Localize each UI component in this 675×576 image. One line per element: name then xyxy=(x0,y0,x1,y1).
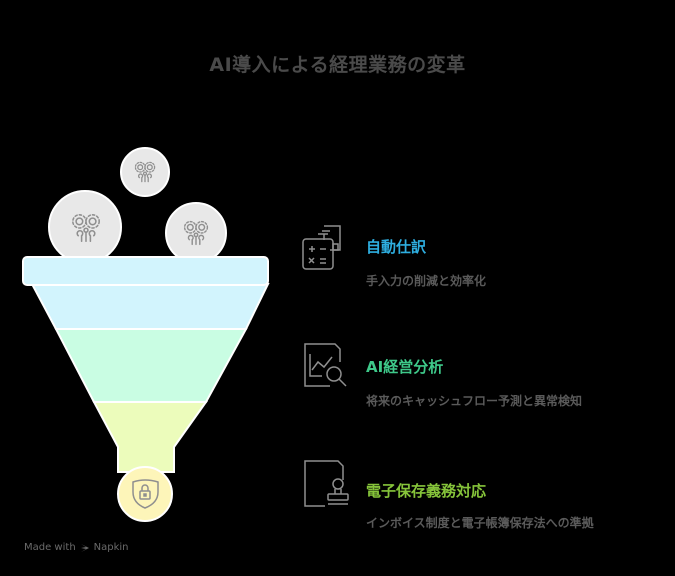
napkin-logo-icon xyxy=(80,543,89,552)
funnel-rim xyxy=(22,256,269,286)
funnel-band-1 xyxy=(30,283,270,330)
funnel-band-2 xyxy=(54,328,248,403)
input-bubble-left xyxy=(48,190,122,264)
flowers-icon xyxy=(183,220,209,246)
item-heading: 電子保存義務対応 xyxy=(366,482,487,500)
funnel-output xyxy=(117,466,173,522)
item-description: 手入力の削減と効率化 xyxy=(366,274,487,288)
flowers-icon xyxy=(134,161,156,183)
input-bubble-top xyxy=(120,147,170,197)
made-with-label: Made with xyxy=(24,542,76,553)
document-stamp-icon xyxy=(304,460,349,507)
item-heading: AI経営分析 xyxy=(366,358,444,376)
calculator-document-icon xyxy=(302,225,341,270)
item-description: インボイス制度と電子帳簿保存法への準拠 xyxy=(366,516,594,530)
napkin-brand: Napkin xyxy=(93,542,129,553)
item-heading: 自動仕訳 xyxy=(366,238,427,256)
shield-lock-icon xyxy=(132,479,159,509)
item-description: 将来のキャッシュフロー予測と異常検知 xyxy=(366,394,583,408)
footer-attribution: Made with Napkin xyxy=(24,542,129,553)
input-bubble-right xyxy=(165,202,227,264)
diagram-title: AI導入による経理業務の変革 xyxy=(209,54,466,76)
flowers-icon xyxy=(72,214,100,242)
funnel-band-3 xyxy=(92,401,208,473)
chart-search-icon xyxy=(304,343,347,387)
